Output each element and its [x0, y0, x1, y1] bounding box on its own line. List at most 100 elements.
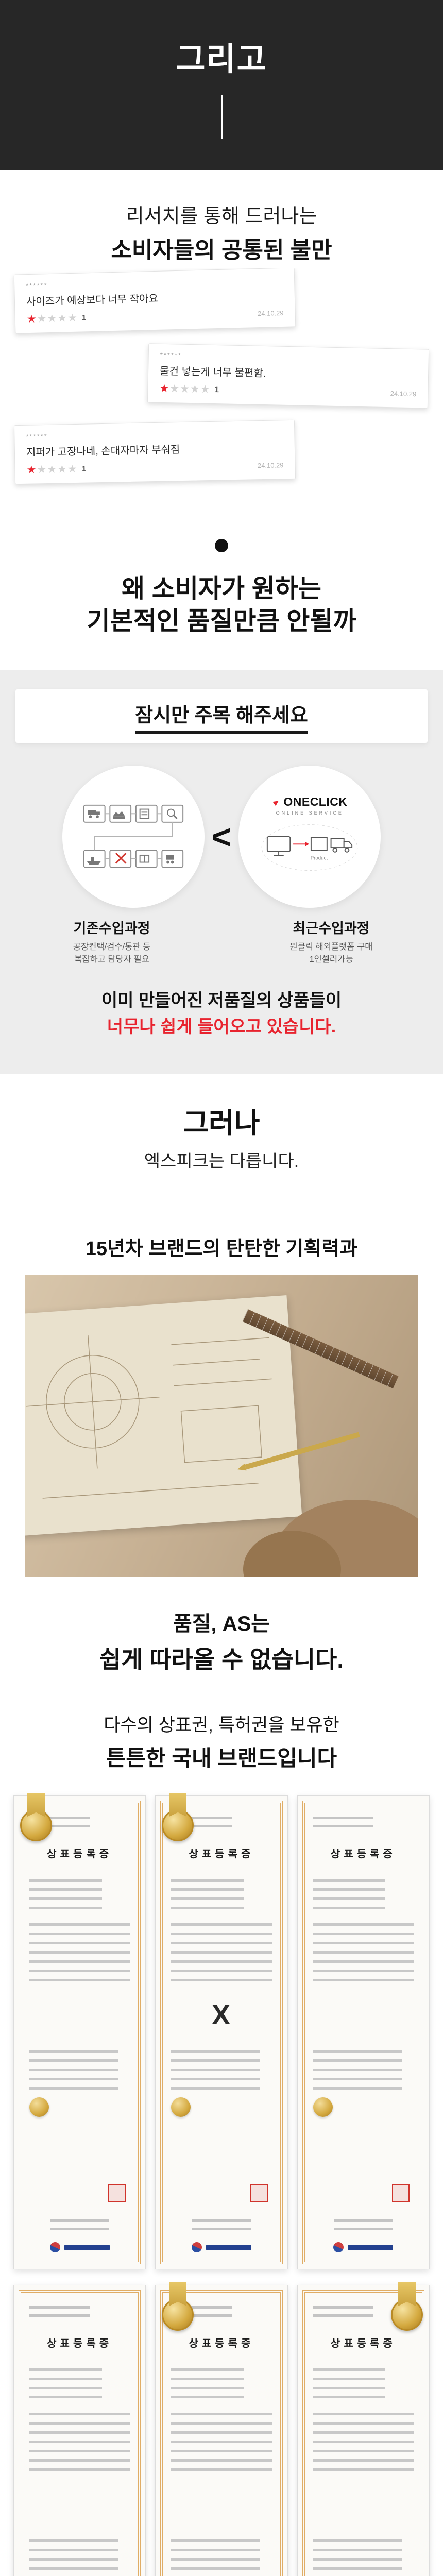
certificate-title: 상표등록증 [47, 1849, 113, 1860]
certificate-text-lines [29, 2050, 118, 2090]
blueprint-paper [25, 1295, 302, 1537]
gold-medal [160, 2282, 196, 2331]
certificate: 상표등록증 X [155, 1793, 288, 2269]
oneclick-logo: ► ONECLICK [269, 795, 347, 809]
however-section: 그러나 엑스피크는 다릅니다. [0, 1074, 443, 1200]
kipo-emblem [190, 2240, 204, 2255]
flowchart-graphic [83, 804, 183, 868]
product-label: Product [311, 855, 328, 861]
reviews-section: ****** 사이즈가 예상보다 너무 작아요 ★★★★★ 1 24.10.29… [0, 268, 443, 505]
dot-divider [215, 539, 228, 552]
certificate-title: 상표등록증 [189, 1849, 254, 1860]
quality-line2: 쉽게 따라올 수 없습니다. [99, 1646, 344, 1673]
certificate-text-lines [29, 2413, 130, 2476]
gold-medal [160, 1793, 196, 1841]
warning-line1: 이미 만들어진 저품질의 상품들이 [101, 990, 342, 1010]
patent-line2: 튼튼한 국내 브랜드입니다 [106, 1746, 337, 1770]
rating-count: 1 [214, 385, 219, 395]
gold-seal-sticker [29, 2097, 49, 2117]
certificate-text-lines [29, 1923, 130, 1986]
new-process-desc2: 1인셀러가능 [309, 954, 353, 964]
certificate-text-lines [313, 1923, 414, 1986]
certificate-document: 상표등록증 X [160, 1801, 283, 2264]
rating-count: 1 [81, 464, 87, 473]
question-section: 왜 소비자가 원하는 기본적인 품질만큼 안될까 [0, 505, 443, 670]
review-date: 24.10.29 [257, 309, 284, 318]
certificate-number-lines [29, 2306, 90, 2319]
certificate-document: 상표등록증 [302, 2290, 424, 2576]
research-line1: 리서치를 통해 드러나는 [126, 206, 317, 227]
old-process-label: 기존수입과정 공장컨택/검수/통관 등 복잡하고 담당자 필요 [27, 917, 197, 966]
official-red-seal [108, 2184, 126, 2202]
certificate-text-lines [29, 2539, 118, 2576]
certificate: 상표등록증 [13, 2285, 146, 2576]
kipo-logo-text [206, 2244, 251, 2250]
gold-seal-sticker [171, 2097, 191, 2117]
certificate-mark-area [29, 2483, 130, 2526]
certificate-number-lines [313, 1817, 373, 1830]
official-red-seal [392, 2184, 410, 2202]
kipo-logo-text [348, 2244, 394, 2250]
however-subtitle: 엑스피크는 다릅니다. [144, 1151, 299, 1171]
rating-count: 1 [81, 313, 87, 323]
certificate-number-lines [313, 2306, 373, 2319]
review-card: ****** 사이즈가 예상보다 너무 작아요 ★★★★★ 1 24.10.29 [13, 268, 296, 334]
drafting-photo [25, 1275, 418, 1577]
gold-medal [389, 2282, 425, 2331]
old-process-title: 기존수입과정 [73, 921, 150, 936]
certificate-title: 상표등록증 [330, 1849, 396, 1860]
compare-section: 잠시만 주목 해주세요 [0, 670, 443, 1074]
oneclick-logo-subtext: ONLINE SERVICE [276, 810, 344, 816]
cursor-icon: ► [269, 795, 283, 808]
brand-intro: 15년차 브랜드의 탄탄한 기획력과 [85, 1238, 358, 1260]
certificate-text-lines [313, 2539, 402, 2576]
warning-line2: 너무나 쉽게 들어오고 있습니다. [107, 1016, 336, 1037]
kipo-logo-text [64, 2244, 110, 2250]
certificate-text-lines [313, 2368, 386, 2398]
certificate-text-lines [29, 1879, 102, 1909]
certificate-text-lines [171, 2050, 260, 2090]
star-rating: ★★★★★ [26, 312, 78, 326]
star-rating: ★★★★★ [26, 463, 78, 476]
research-section: 리서치를 통해 드러나는 소비자들의 공통된 불만 [0, 170, 443, 268]
attention-title: 잠시만 주목 해주세요 [135, 699, 308, 734]
certificate: 상표등록증 [155, 2282, 288, 2576]
less-than-symbol: < [211, 818, 232, 856]
certificate: 상표등록증 [297, 1795, 430, 2269]
certificate-text-lines [171, 1879, 244, 1909]
brand-logo-x: X [211, 1999, 231, 2030]
attention-banner: 잠시만 주목 해주세요 [15, 689, 428, 743]
certificate-text-lines [313, 1879, 386, 1909]
brand-section: 15년차 브랜드의 탄탄한 기획력과 품질, AS는 쉽게 따라올 수 [0, 1200, 443, 1685]
oneclick-flow-graphic: Product [261, 824, 358, 871]
certificate-title: 상표등록증 [189, 2338, 254, 2349]
however-title: 그러나 [183, 1108, 260, 1139]
certificates-section: 상표등록증 상표등록증 [0, 1785, 443, 2576]
certificate-text-lines [171, 2368, 244, 2398]
certificate-title: 상표등록증 [330, 2338, 396, 2349]
review-text: 사이즈가 예상보다 너무 작아요 [26, 293, 159, 308]
certificate-text-lines [313, 2413, 414, 2476]
old-process-desc2: 복잡하고 담당자 필요 [74, 954, 149, 964]
certificate-mark-area: X [171, 1993, 271, 2037]
certificate-text-lines [171, 2539, 260, 2576]
certificate-document: 상표등록증 [302, 1801, 424, 2264]
certificate-text-lines [171, 1923, 272, 1986]
quality-line1: 품질, AS는 [173, 1613, 270, 1635]
review-date: 24.10.29 [390, 389, 417, 398]
review-text: 지퍼가 고장나네, 손대자마자 부숴짐 [26, 444, 180, 459]
official-red-seal [250, 2184, 268, 2202]
certificate-mark-area [29, 1993, 130, 2037]
question-line1: 왜 소비자가 원하는 [122, 575, 321, 603]
star-rating: ★★★★★ [159, 382, 211, 396]
divider-line [220, 95, 223, 139]
intro-title: 그리고 [176, 42, 267, 77]
certificate-text-lines [313, 2050, 402, 2090]
old-process-desc1: 공장컨택/검수/통관 등 [73, 942, 151, 952]
certificate-date-lines [192, 2219, 251, 2235]
certificate-mark-area [171, 2483, 271, 2526]
kipo-emblem [48, 2240, 62, 2255]
gold-medal [18, 1793, 54, 1841]
old-import-diagram [62, 766, 205, 908]
